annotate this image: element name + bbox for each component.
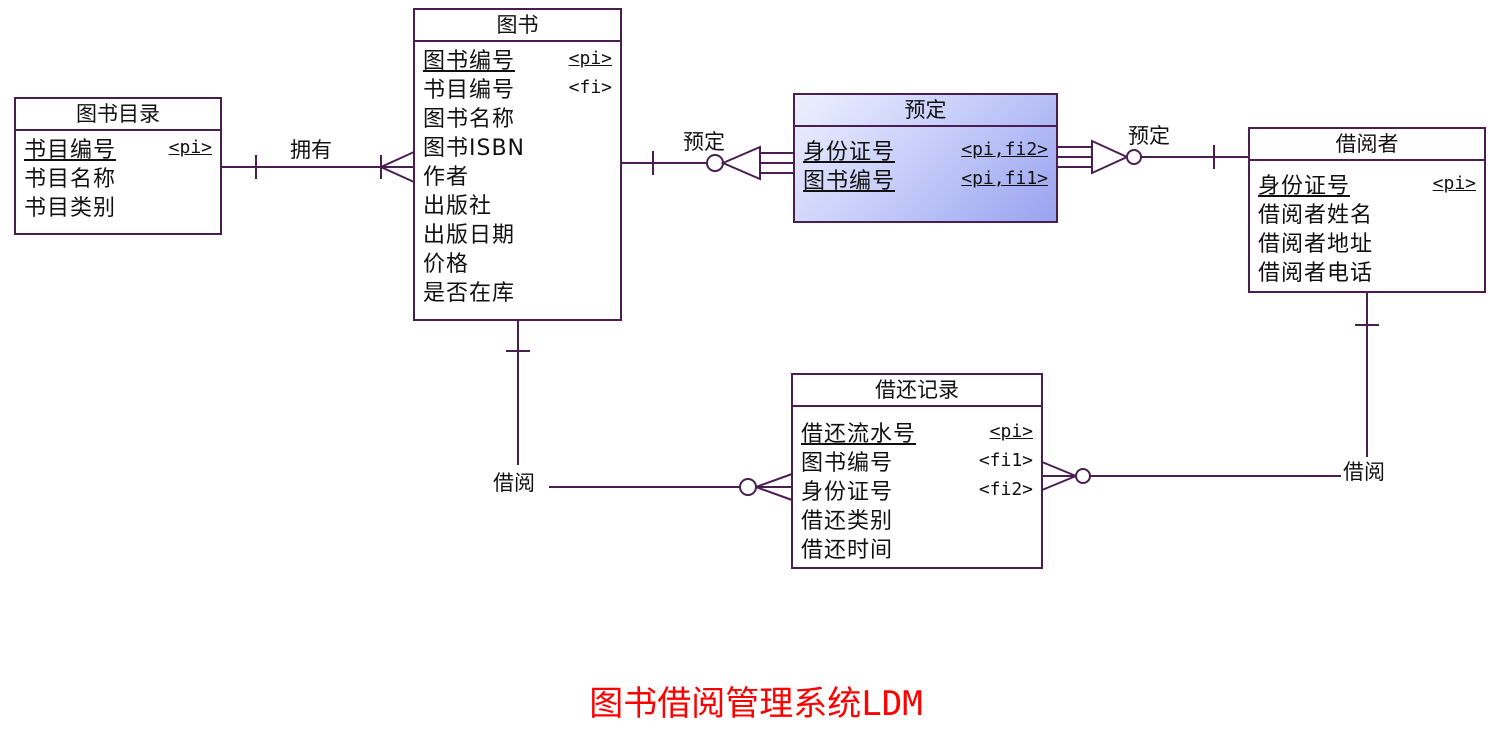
attribute-key: <fi2>	[978, 479, 1033, 500]
attribute-name: 借阅者电话	[1258, 260, 1374, 286]
attribute-name: 书目名称	[24, 166, 117, 192]
attribute-key: <pi>	[989, 421, 1033, 442]
attribute-name: 作者	[423, 164, 470, 190]
attribute-row[interactable]: 出版社	[423, 189, 612, 219]
attribute-row[interactable]: 身份证号 <pi,fi2>	[803, 135, 1048, 165]
attribute-row[interactable]: 图书名称	[423, 102, 612, 132]
attribute-row[interactable]: 借还时间	[801, 533, 1033, 563]
diagram-title: 图书借阅管理系统LDM	[589, 684, 923, 724]
entity-title: 预定	[795, 95, 1056, 127]
attribute-row[interactable]: 书目名称	[24, 162, 212, 192]
entity-title: 图书	[415, 10, 620, 42]
attribute-name: 书目类别	[24, 195, 117, 221]
attribute-name: 价格	[423, 251, 470, 277]
attribute-name: 身份证号	[803, 139, 896, 165]
attribute-row[interactable]: 身份证号 <pi>	[1258, 169, 1476, 199]
attribute-row[interactable]: 图书编号 <pi,fi1>	[803, 164, 1048, 194]
attribute-row[interactable]: 图书编号 <pi>	[423, 44, 612, 74]
attribute-name: 书目编号	[24, 137, 117, 163]
attribute-name: 图书编号	[801, 450, 894, 476]
attribute-list: 身份证号 <pi,fi2> 图书编号 <pi,fi1>	[795, 127, 1056, 194]
entity-borrower[interactable]: 借阅者 身份证号 <pi> 借阅者姓名 借阅者地址 借阅者电话	[1248, 127, 1486, 293]
entity-book[interactable]: 图书 图书编号 <pi> 书目编号 <fi> 图书名称 图书ISBN 作者 出版…	[413, 8, 622, 321]
attribute-row[interactable]: 借阅者姓名	[1258, 198, 1476, 228]
reserve-borrower-connector[interactable]	[1057, 139, 1249, 175]
relationship-label-owns[interactable]: 拥有	[288, 137, 334, 163]
attribute-key: <fi>	[568, 77, 612, 98]
relationship-label-borrow-book[interactable]: 借阅	[491, 470, 537, 496]
relationship-label-borrow-borrower[interactable]: 借阅	[1341, 459, 1387, 485]
attribute-name: 借阅者地址	[1258, 231, 1374, 257]
attribute-row[interactable]: 书目编号 <pi>	[24, 133, 212, 163]
attribute-name: 借阅者姓名	[1258, 202, 1374, 228]
attribute-name: 身份证号	[801, 479, 894, 505]
attribute-row[interactable]: 是否在库	[423, 276, 612, 306]
borrow-book-connector[interactable]	[506, 320, 793, 501]
attribute-row[interactable]: 图书ISBN	[423, 131, 612, 161]
relationship-label-reserve-book[interactable]: 预定	[683, 130, 725, 154]
entity-title: 借还记录	[793, 375, 1041, 407]
attribute-name: 图书名称	[423, 106, 516, 132]
attribute-name: 借还类别	[801, 508, 894, 534]
owns-connector[interactable]	[221, 151, 415, 183]
attribute-key: <pi>	[568, 48, 612, 69]
attribute-row[interactable]: 价格	[423, 247, 612, 277]
entity-book-catalog[interactable]: 图书目录 书目编号 <pi> 书目名称 书目类别	[14, 97, 222, 235]
attribute-row[interactable]: 借还类别	[801, 504, 1033, 534]
relationship-label-reserve-borrower[interactable]: 预定	[1128, 124, 1170, 148]
attribute-key: <pi,fi2>	[961, 139, 1048, 160]
attribute-name: 是否在库	[423, 280, 516, 306]
attribute-name: 图书编号	[423, 48, 516, 74]
reserve-book-connector[interactable]	[621, 145, 794, 181]
entity-reservation[interactable]: 预定 身份证号 <pi,fi2> 图书编号 <pi,fi1>	[793, 93, 1058, 223]
attribute-name: 图书ISBN	[423, 135, 526, 161]
attribute-name: 借还时间	[801, 537, 894, 563]
attribute-list: 书目编号 <pi> 书目名称 书目类别	[16, 131, 220, 221]
attribute-row[interactable]: 借还流水号 <pi>	[801, 417, 1033, 447]
attribute-row[interactable]: 身份证号 <fi2>	[801, 475, 1033, 505]
attribute-row[interactable]: 借阅者地址	[1258, 227, 1476, 257]
entity-title: 借阅者	[1250, 129, 1484, 161]
entity-title: 图书目录	[16, 99, 220, 131]
attribute-key: <pi,fi1>	[961, 168, 1048, 189]
attribute-list: 图书编号 <pi> 书目编号 <fi> 图书名称 图书ISBN 作者 出版社 出…	[415, 42, 620, 306]
attribute-row[interactable]: 借阅者电话	[1258, 256, 1476, 286]
attribute-key: <fi1>	[978, 450, 1033, 471]
attribute-name: 出版社	[423, 193, 493, 219]
attribute-key: <pi>	[1432, 173, 1476, 194]
attribute-name: 书目编号	[423, 77, 516, 103]
attribute-row[interactable]: 作者	[423, 160, 612, 190]
attribute-row[interactable]: 出版日期	[423, 218, 612, 248]
attribute-name: 借还流水号	[801, 421, 917, 447]
entity-loan-record[interactable]: 借还记录 借还流水号 <pi> 图书编号 <fi1> 身份证号 <fi2> 借还…	[791, 373, 1043, 569]
attribute-name: 图书编号	[803, 168, 896, 194]
attribute-name: 身份证号	[1258, 173, 1351, 199]
attribute-key: <pi>	[168, 137, 212, 158]
attribute-list: 借还流水号 <pi> 图书编号 <fi1> 身份证号 <fi2> 借还类别 借还…	[793, 407, 1041, 563]
attribute-name: 出版日期	[423, 222, 516, 248]
attribute-row[interactable]: 书目类别	[24, 191, 212, 221]
attribute-list: 身份证号 <pi> 借阅者姓名 借阅者地址 借阅者电话	[1250, 161, 1484, 286]
attribute-row[interactable]: 书目编号 <fi>	[423, 73, 612, 103]
borrow-borrower-connector[interactable]	[1041, 292, 1379, 491]
attribute-row[interactable]: 图书编号 <fi1>	[801, 446, 1033, 476]
